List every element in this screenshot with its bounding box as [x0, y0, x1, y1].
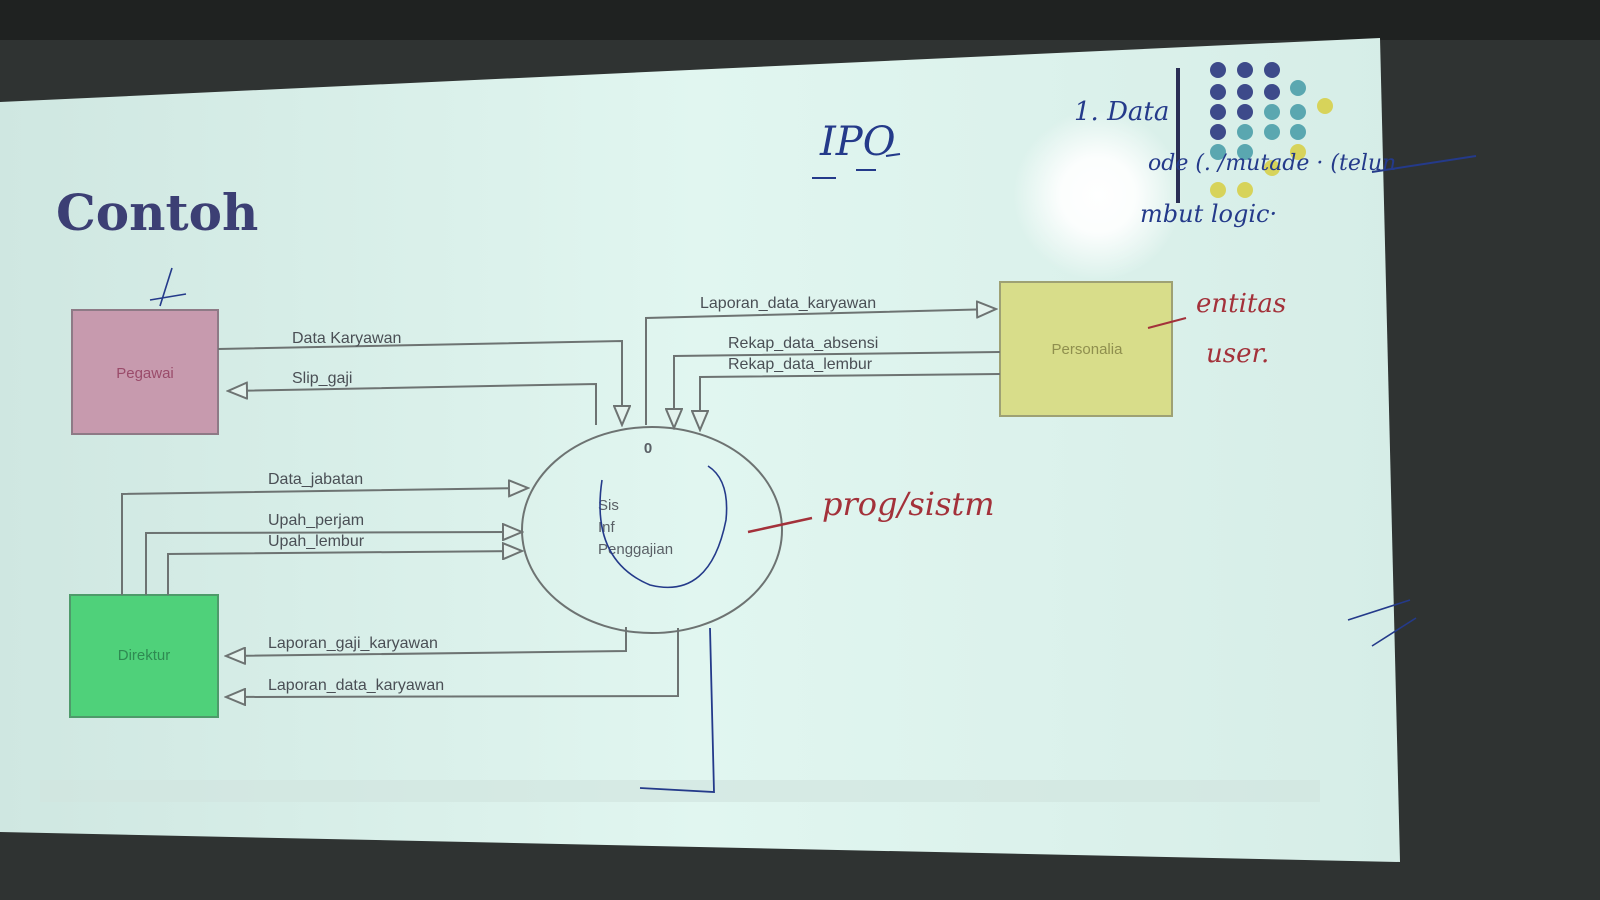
flow-label-rekap-lembur: Rekap_data_lembur [728, 356, 873, 373]
flow-rekap-lembur-arrow [700, 373, 1001, 430]
flow-label-upah-lembur: Upah_lembur [268, 533, 365, 550]
flow-rekap-absensi-arrow [674, 351, 1001, 428]
handwriting-underline-stroke [1371, 155, 1477, 173]
flow-laporan-data-karyawan-bottom-arrow [226, 628, 679, 697]
slide-title: Contoh [56, 183, 258, 242]
handwriting-bracket-stroke [639, 627, 715, 793]
process-label-line1: Sis [598, 497, 619, 514]
handwriting-entitas: entitas [1196, 289, 1286, 319]
handwritten-annotations: IPO 1. Data ode (. /mutade · (telun mbut… [149, 97, 1477, 793]
entity-pegawai: Pegawai [71, 309, 219, 435]
handwriting-prog-sistem: prog/sistm [822, 485, 995, 523]
handwriting-note-line3: mbut logic· [1140, 200, 1277, 228]
flow-laporan-gaji-arrow [226, 627, 627, 656]
process-number: 0 [644, 440, 652, 457]
entity-pegawai-label: Pegawai [116, 365, 174, 382]
flow-label-laporan-data-karyawan-bottom: Laporan_data_karyawan [268, 677, 444, 694]
handwriting-entitas-pointer [1147, 317, 1187, 329]
flow-laporan-data-karyawan-top-arrow [645, 309, 996, 425]
entity-personalia-label: Personalia [1052, 341, 1124, 358]
flow-label-rekap-absensi: Rekap_data_absensi [728, 335, 878, 352]
flow-upah-lembur-arrow [167, 551, 522, 595]
decorative-dot-grid [1210, 62, 1333, 198]
flow-label-data-jabatan: Data_jabatan [268, 471, 363, 488]
flow-label-laporan-gaji: Laporan_gaji_karyawan [268, 635, 438, 652]
flow-label-laporan-data-karyawan-top: Laporan_data_karyawan [700, 295, 876, 312]
handwriting-note-line2: ode (. /mutade · (telun [1148, 151, 1396, 176]
handwriting-prog-pointer [747, 516, 813, 534]
handwriting-user: user. [1206, 339, 1269, 369]
flow-label-data-karyawan: Data Karyawan [292, 330, 401, 347]
ceiling-strip [0, 0, 1600, 40]
flow-label-slip-gaji: Slip_gaji [292, 370, 352, 387]
handwriting-dash-marks [1347, 599, 1417, 647]
entity-personalia: Personalia [999, 281, 1173, 417]
handwriting-ipo-underline [812, 153, 901, 179]
projector-glare [1013, 110, 1183, 280]
flow-data-jabatan-arrow [121, 488, 528, 595]
handwriting-process-circle-trace [599, 465, 728, 589]
data-flows [121, 309, 1001, 697]
process-label-line3: Penggajian [598, 541, 673, 558]
handwriting-note-line1: 1. Data [1074, 97, 1169, 127]
handwriting-tick-mark [149, 267, 187, 307]
flow-upah-perjam-arrow [145, 532, 522, 595]
handwriting-ipo: IPO [819, 119, 896, 165]
flow-label-upah-perjam: Upah_perjam [268, 512, 364, 529]
entity-direktur-label: Direktur [118, 647, 171, 664]
flow-slip-gaji-arrow [228, 384, 597, 425]
flow-data-karyawan-arrow [217, 339, 622, 425]
slide-divider-line [1176, 68, 1180, 203]
entity-direktur: Direktur [69, 594, 219, 718]
